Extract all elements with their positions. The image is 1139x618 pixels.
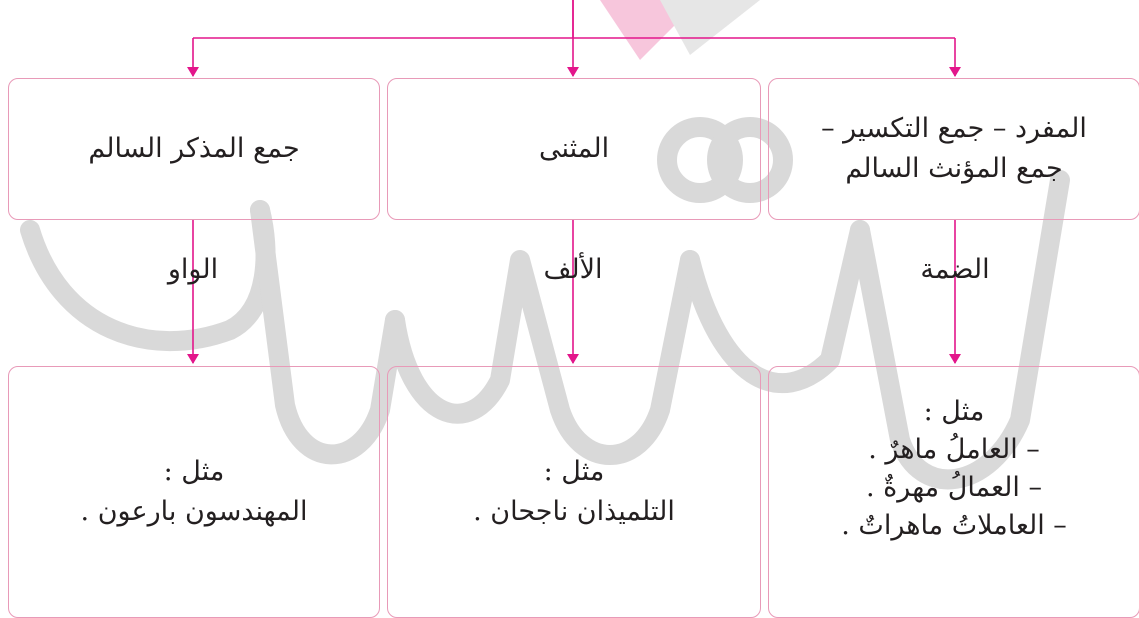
category-box-singular: المفرد – جمع التكسير – جمع المؤنث السالم — [768, 78, 1139, 220]
category-label-line-1: المفرد – جمع التكسير – — [821, 113, 1087, 144]
category-label-line-2: جمع المؤنث السالم — [845, 153, 1063, 184]
example-line: مثل : — [923, 396, 985, 427]
example-line: مثل : — [163, 456, 225, 487]
marker-alif: الألف — [543, 254, 603, 285]
category-label: المثنى — [538, 133, 610, 164]
category-label: جمع المذكر السالم — [88, 133, 300, 164]
example-box-singular: مثل : – العاملُ ماهرٌ . – العمالُ مهرةٌ … — [768, 366, 1139, 618]
example-line: المهندسون بارعون . — [80, 496, 308, 527]
category-box-dual: المثنى — [387, 78, 761, 220]
example-line: – العمالُ مهرةٌ . — [866, 472, 1042, 503]
marker-waw: الواو — [167, 254, 219, 285]
example-box-dual: مثل : التلميذان ناجحان . — [387, 366, 761, 618]
example-line: – العاملُ ماهرٌ . — [868, 434, 1040, 465]
marker-damma: الضمة — [920, 254, 990, 285]
category-box-masculine-plural: جمع المذكر السالم — [8, 78, 380, 220]
example-line: – العاملاتُ ماهراتٌ . — [841, 510, 1067, 541]
example-line: التلميذان ناجحان . — [473, 496, 675, 527]
example-line: مثل : — [543, 456, 605, 487]
example-box-masculine-plural: مثل : المهندسون بارعون . — [8, 366, 380, 618]
